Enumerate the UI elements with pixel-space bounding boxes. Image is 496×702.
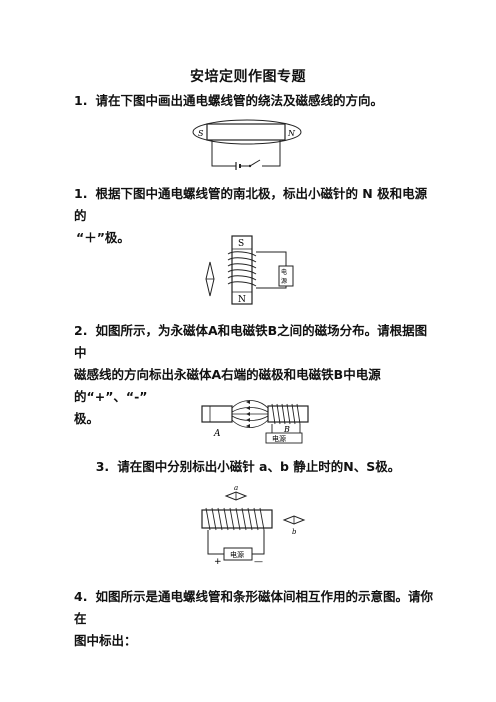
field-arrows	[246, 400, 250, 428]
circuit-wire-left	[211, 140, 236, 167]
power-source-box	[223, 547, 253, 561]
power-source-label: 电源	[272, 434, 286, 443]
needle-b-label: b	[292, 528, 297, 536]
permanent-magnet-a	[201, 405, 233, 423]
needle-a-label: a	[234, 484, 238, 492]
power-source-label-2: 源	[281, 277, 287, 285]
b-wire-left	[271, 424, 278, 435]
power-source-label: 电源	[230, 550, 244, 559]
question-number: 3.	[95, 459, 110, 474]
pole-label-left: S	[198, 129, 204, 138]
power-source-box	[278, 265, 294, 287]
question-4: 3. 请在图中分别标出小磁针 a、b 静止时的N、S极。	[0, 456, 496, 478]
question-text-line1: 如图所示是通电螺线管和条形磁体间相互作用的示意图。请你在	[74, 589, 433, 626]
solenoid-windings	[205, 507, 265, 531]
question-number: 1.	[74, 186, 88, 201]
question-text-line3: 极。	[74, 411, 100, 426]
field-line-ellipse	[192, 119, 302, 145]
question-text: 请在图中分别标出小磁针 a、b 静止时的N、S极。	[117, 459, 401, 474]
switch-blade	[249, 159, 261, 167]
electromagnet-coil	[271, 403, 301, 425]
question-text-line2: 磁感线的方向标出永磁体A右端的磁极和电磁铁B中电源的“+”、“-”	[74, 367, 381, 404]
circuit-wire-right	[262, 140, 281, 167]
label-b: B	[283, 425, 290, 434]
question-2: 1.根据下图中通电螺线管的南北极，标出小磁针的 N 极和电源的 “＋”极。	[74, 183, 434, 249]
plus-terminal: +	[214, 557, 222, 567]
question-text: 请在下图中画出通电螺线管的绕法及磁感线的方向。	[95, 93, 383, 108]
question-text-line1: 根据下图中通电螺线管的南北极，标出小磁针的 N 极和电源的	[74, 186, 428, 223]
figure-solenoid-horizontal: S N	[192, 119, 302, 170]
figure-solenoid-needles: a b 电源 + —	[201, 484, 306, 567]
question-number: 2.	[74, 323, 88, 338]
minus-terminal: —	[254, 557, 263, 567]
page-title: 安培定则作图专题	[190, 69, 306, 85]
figure-solenoid-vertical: S N 电 源	[205, 235, 294, 305]
question-text-line1: 如图所示，为永磁体A和电磁铁B之间的磁场分布。请根据图中	[74, 323, 428, 360]
solenoid-body	[206, 123, 286, 141]
question-text-line2: “＋”极。	[76, 230, 130, 245]
question-number: 4.	[74, 589, 88, 604]
label-a: A	[213, 429, 221, 439]
power-source-label-1: 电	[281, 268, 287, 276]
figure-magnet-electromagnet: A B 电源	[201, 400, 309, 444]
pole-label-bottom: N	[238, 295, 246, 305]
circuit-wire-right	[252, 530, 265, 555]
pole-label-right: N	[287, 129, 296, 138]
question-5: 4.如图所示是通电螺线管和条形磁体间相互作用的示意图。请你在 图中标出：	[74, 586, 434, 652]
switch-pivot	[248, 164, 252, 168]
question-text-line2: 图中标出：	[74, 633, 137, 648]
circuit-wire-bottom	[256, 286, 287, 289]
coil-windings	[227, 251, 257, 287]
b-wire-right	[296, 424, 301, 435]
question-3: 2.如图所示，为永磁体A和电磁铁B之间的磁场分布。请根据图中 磁感线的方向标出永…	[74, 320, 434, 430]
circuit-wire-left	[207, 530, 224, 555]
power-source-box	[265, 432, 303, 444]
pole-label-top: S	[238, 239, 244, 249]
question-number: 1.	[74, 93, 88, 108]
circuit-wire-top	[256, 251, 287, 266]
question-1: 1. 请在下图中画出通电螺线管的绕法及磁感线的方向。	[74, 90, 434, 112]
